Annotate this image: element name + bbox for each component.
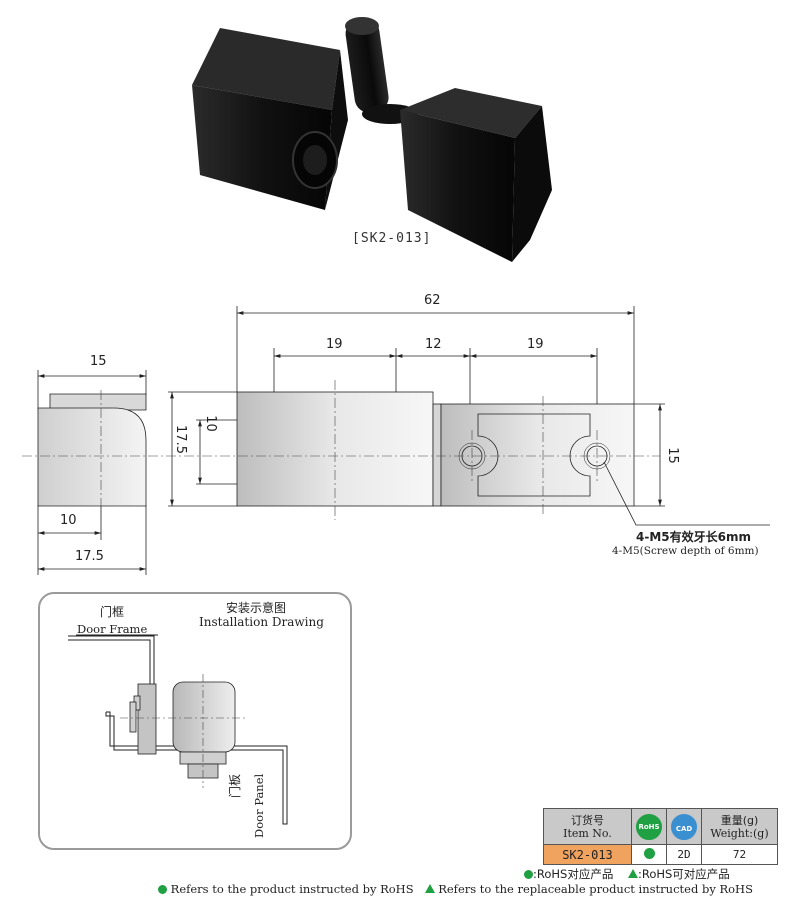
- rohs-header: RoHS: [631, 808, 667, 845]
- legend-dot-line: :RoHS对应产品: [533, 867, 614, 881]
- item-no-cn: 订货号: [571, 813, 604, 827]
- screw-note-en: 4-M5(Screw depth of 6mm): [612, 545, 759, 557]
- legend-dot-en: Refers to the product instructed by RoHS: [170, 882, 414, 896]
- weight-value: 72: [701, 844, 778, 865]
- dim-seg-left: 19: [326, 337, 343, 352]
- legend-row-2: Refers to the product instructed by RoHS…: [158, 882, 753, 896]
- cad-badge-text: CAD: [675, 824, 693, 833]
- product-caption: [SK2-013]: [352, 231, 432, 246]
- door-frame-label-en: Door Frame: [77, 622, 148, 636]
- door-frame-label-cn: 门框: [100, 605, 125, 619]
- rohs-badge-icon: RoHS: [634, 811, 664, 842]
- dim-seg-mid: 12: [425, 337, 442, 352]
- rohs-dot-icon: [158, 885, 167, 894]
- rohs-triangle-icon: [424, 884, 435, 893]
- dim-front-height: 17.5: [172, 425, 188, 454]
- dim-seg-right: 19: [527, 337, 544, 352]
- dimension-drawing: [22, 306, 770, 575]
- rohs-badge-text: RoHS: [638, 822, 660, 831]
- item-no-en: Item No.: [563, 826, 612, 840]
- dim-bottom-inner: 10: [60, 513, 77, 528]
- dim-front-height-right: 15: [664, 447, 680, 464]
- dim-side-width-top: 15: [90, 354, 107, 369]
- legend-tri-en: Refers to the replaceable product instru…: [438, 882, 753, 896]
- weight-en: Weight:(g): [710, 826, 769, 840]
- dim-overall-length: 62: [424, 293, 441, 308]
- rohs-dot-icon: [524, 870, 533, 879]
- rohs-value: [631, 844, 667, 865]
- installation-panel: [38, 592, 352, 850]
- cad-badge-icon: CAD: [669, 811, 699, 842]
- weight-cn: 重量(g): [720, 813, 759, 827]
- hinge-socket-part: [192, 28, 348, 210]
- spec-table: 订货号 Item No. RoHS CAD 重量(g) Weight:(g) S…: [543, 808, 778, 865]
- side-view: [37, 393, 147, 507]
- item-no-header: 订货号 Item No.: [543, 808, 632, 845]
- dim-front-inner-height: 10: [202, 415, 218, 432]
- hinge-pin-part: [345, 17, 552, 262]
- rohs-triangle-icon: [627, 869, 638, 878]
- rohs-dot-icon: [643, 848, 655, 859]
- legend-tri-line: :RoHS可对应产品: [637, 867, 730, 881]
- weight-header: 重量(g) Weight:(g): [701, 808, 778, 845]
- item-no-value: SK2-013: [543, 844, 632, 865]
- dim-bottom-total: 17.5: [75, 549, 104, 564]
- door-panel-label-cn: 门板: [228, 773, 242, 798]
- installation-title-en: Installation Drawing: [199, 615, 324, 629]
- legend-row-1: :RoHS对应产品 :RoHS可对应产品: [524, 866, 730, 882]
- product-photo: [192, 17, 552, 262]
- installation-drawing: [68, 634, 288, 825]
- cad-header: CAD: [666, 808, 702, 845]
- installation-title-cn: 安装示意图: [226, 601, 287, 615]
- front-view: [236, 391, 635, 507]
- door-panel-label-en: Door Panel: [252, 773, 266, 838]
- cad-value: 2D: [666, 844, 702, 865]
- screw-note-cn: 4-M5有效牙长6mm: [636, 530, 751, 544]
